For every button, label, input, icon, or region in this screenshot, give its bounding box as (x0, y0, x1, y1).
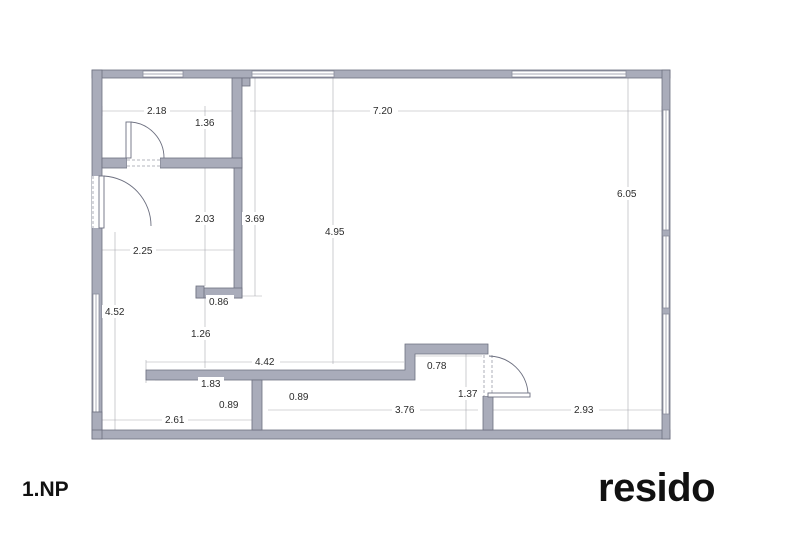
dimension-label: 2.61 (165, 415, 185, 426)
dimension-label: 3.69 (245, 214, 265, 225)
brand-logo: resido (598, 466, 716, 510)
outer-walls (91, 69, 671, 440)
dimension-label: 1.83 (201, 379, 221, 390)
dimension-label: 6.05 (617, 189, 637, 200)
dimension-label: 2.93 (574, 405, 594, 416)
dimension-label: 2.03 (195, 214, 215, 225)
dimension-label: 7.20 (373, 106, 393, 117)
dimension-label: 4.95 (325, 227, 345, 238)
dimension-label: 2.25 (133, 246, 153, 257)
dimension-label: 0.89 (289, 392, 309, 403)
dimension-labels: 2.18 1.36 7.20 6.05 2.03 3.69 4.95 2.25 … (102, 104, 642, 426)
dimension-label: 0.78 (427, 361, 447, 372)
dimension-label: 1.37 (458, 389, 478, 400)
doors (92, 121, 531, 398)
dimension-label: 0.86 (209, 297, 229, 308)
dimension-label: 1.26 (191, 329, 211, 340)
interior-walls (101, 77, 494, 431)
dimension-label: 2.18 (147, 106, 167, 117)
windows (91, 70, 670, 431)
dimension-label: 0.89 (219, 400, 239, 411)
dimension-label: 3.76 (395, 405, 415, 416)
dimension-label: 4.42 (255, 357, 275, 368)
dimension-label: 1.36 (195, 118, 215, 129)
dimension-label: 4.52 (105, 307, 125, 318)
floor-label: 1.NP (22, 478, 69, 501)
